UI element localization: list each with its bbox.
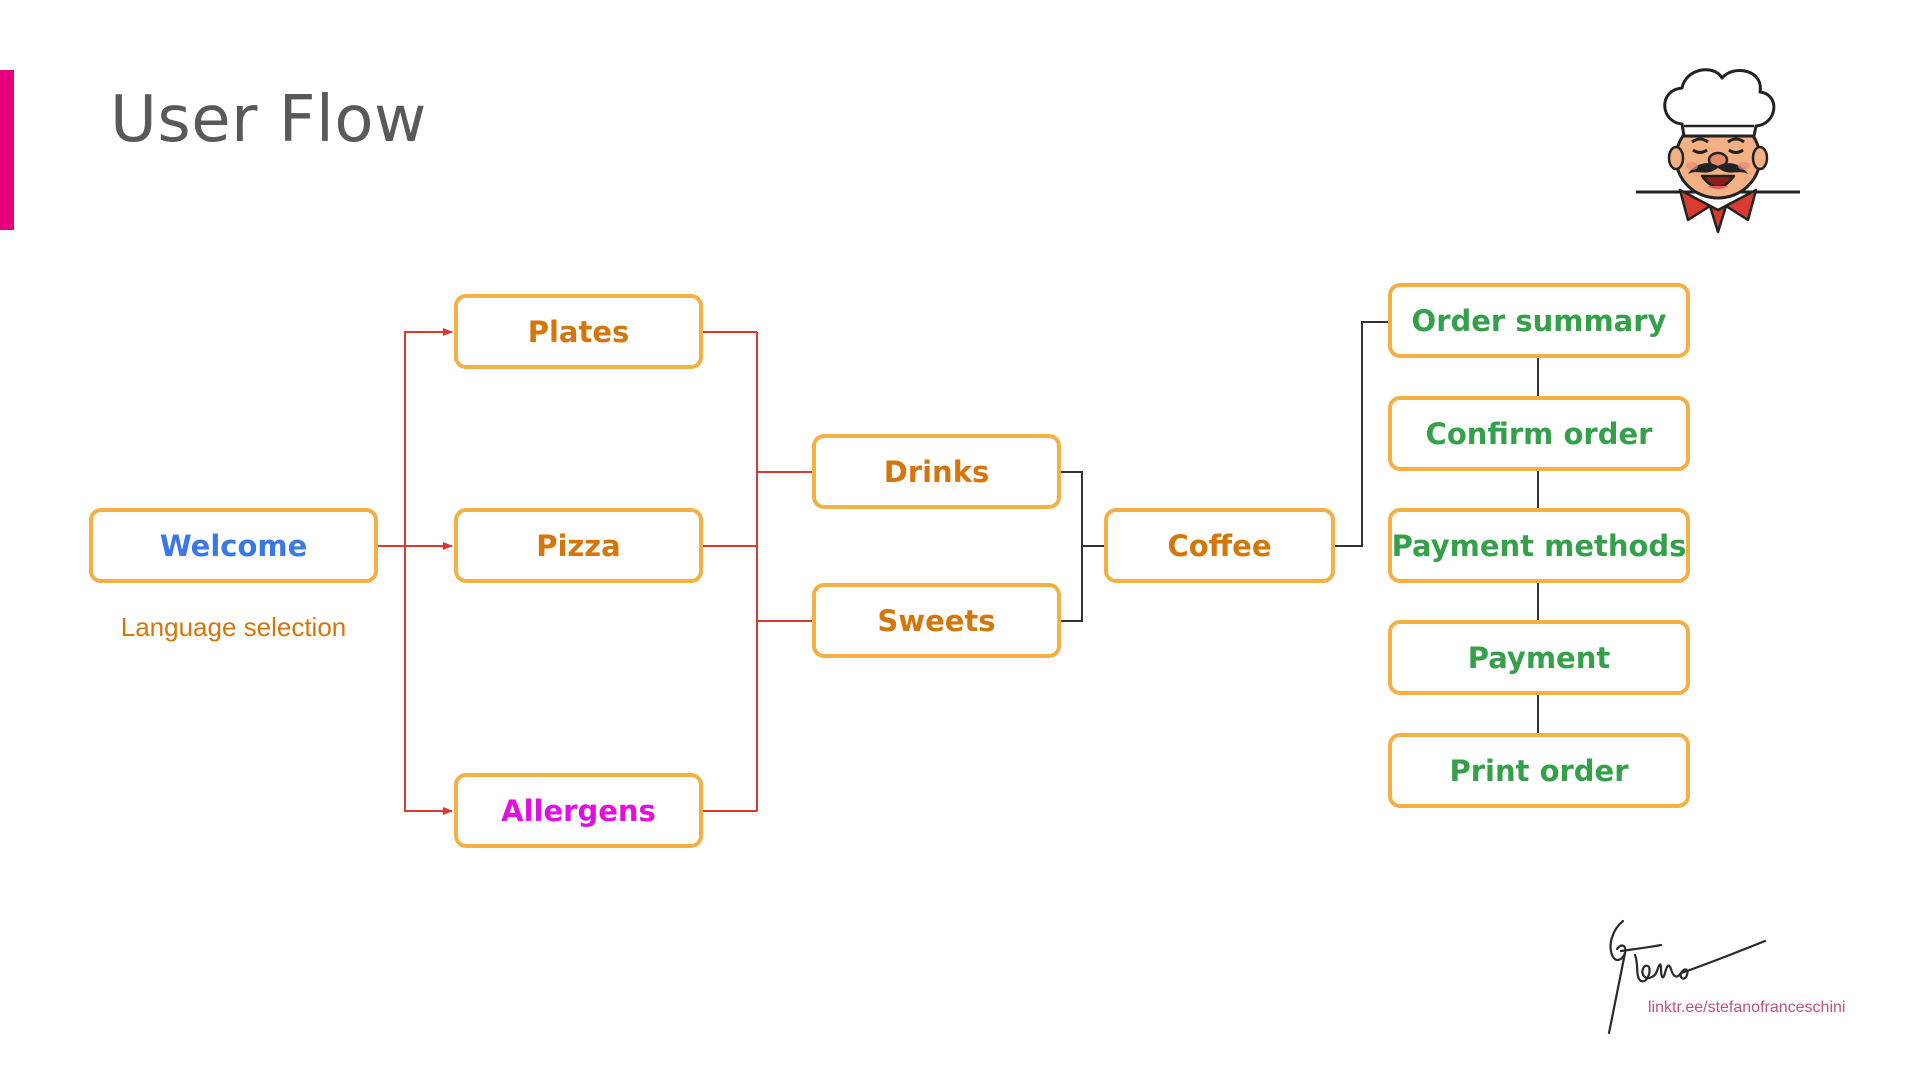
node-payment-methods: Payment methods	[1388, 508, 1690, 583]
node-confirm-order: Confirm order	[1388, 396, 1690, 471]
node-pizza: Pizza	[454, 508, 703, 583]
node-print-order: Print order	[1388, 733, 1690, 808]
chef-mascot-icon	[1636, 68, 1800, 234]
node-plates: Plates	[454, 294, 703, 369]
connector-welcome-branches	[404, 328, 453, 815]
connector-coffee-order-summary	[1335, 321, 1388, 547]
node-sweets: Sweets	[812, 583, 1061, 658]
node-coffee: Coffee	[1104, 508, 1335, 583]
node-allergens: Allergens	[454, 773, 703, 848]
signature-image	[1607, 919, 1767, 1035]
node-drinks: Drinks	[812, 434, 1061, 509]
connector-food-to-drinks-sweets	[703, 331, 812, 812]
welcome-note: Language selection	[120, 612, 347, 642]
signature-link[interactable]: linktr.ee/stefanofranceschini	[1648, 999, 1846, 1016]
page-title: User Flow	[110, 83, 427, 157]
node-order-summary: Order summary	[1388, 283, 1690, 358]
accent-bar	[0, 70, 14, 230]
node-payment: Payment	[1388, 620, 1690, 695]
connector-drinks-sweets-coffee	[1061, 471, 1104, 622]
node-welcome: Welcome	[89, 508, 378, 583]
